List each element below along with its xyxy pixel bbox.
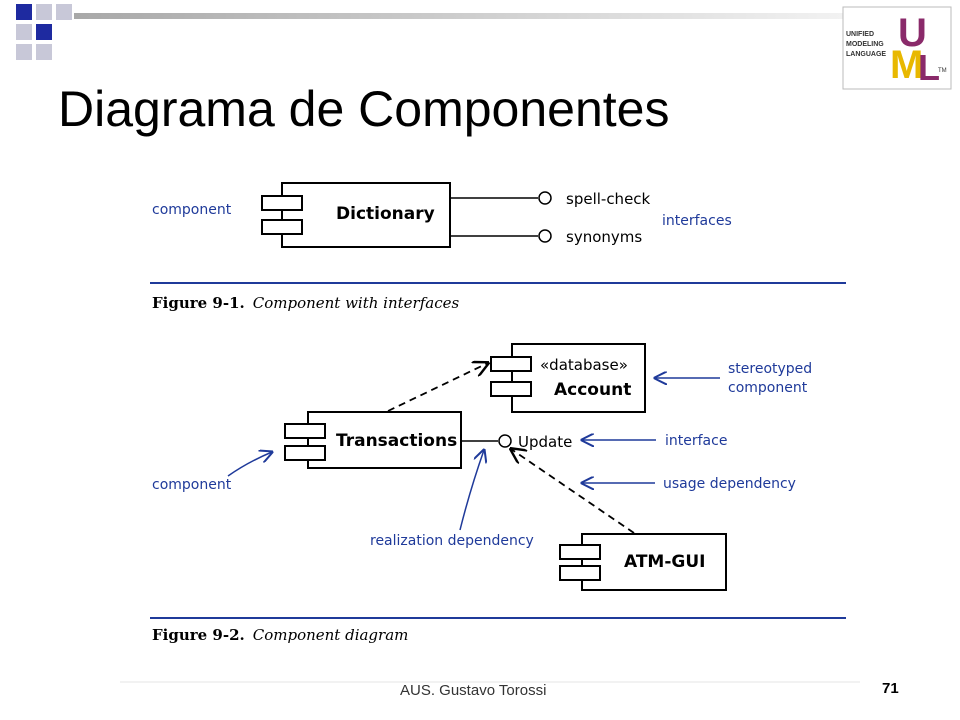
corner-square	[16, 44, 32, 60]
dictionary-tab-top	[261, 195, 303, 211]
stereotyped-annotation-line2: component	[728, 380, 808, 396]
transactions-box	[307, 411, 462, 469]
atm-gui-component: ATM-GUI	[559, 533, 727, 591]
figure-2-caption-number: Figure 9-2.	[152, 626, 245, 644]
figure-2-caption-text: Component diagram	[253, 626, 409, 644]
account-tab-bottom	[490, 381, 532, 397]
corner-square	[56, 4, 72, 20]
synonyms-interface	[538, 229, 552, 243]
dictionary-label: Dictionary	[336, 204, 435, 224]
transactions-tab-top	[284, 423, 326, 439]
figure-9-1: Dictionary spell-check synonyms componen…	[150, 182, 846, 312]
interface-annotation: interface	[665, 433, 727, 449]
corner-square	[16, 4, 32, 20]
spell-check-interface	[538, 191, 552, 205]
synonyms-label: synonyms	[566, 228, 642, 246]
corner-square	[36, 44, 52, 60]
footer-author: AUS. Gustavo Torossi	[400, 682, 547, 699]
transactions-label: Transactions	[336, 431, 457, 451]
logo-letter-u: U	[898, 11, 927, 55]
dictionary-tab-bottom	[261, 219, 303, 235]
top-bar	[74, 13, 844, 19]
logo-tm: TM	[938, 68, 947, 74]
logo-frame	[842, 6, 952, 90]
atm-gui-box	[581, 533, 727, 591]
spell-check-label: spell-check	[566, 190, 651, 208]
atm-gui-tab-bottom	[559, 565, 601, 581]
figure-1-caption-number: Figure 9-1.	[152, 294, 245, 312]
logo-letter-m: M	[890, 43, 923, 87]
corner-square	[36, 4, 52, 20]
corner-square	[16, 24, 32, 40]
transactions-to-account-dependency	[387, 363, 488, 412]
component-arrow	[227, 452, 272, 477]
account-box	[511, 343, 646, 413]
dictionary-component: Dictionary	[261, 182, 451, 248]
uml-logo: UNIFIED MODELING LANGUAGE U M L TM	[842, 6, 952, 90]
atm-gui-label: ATM-GUI	[624, 552, 706, 572]
figure-2-caption: Figure 9-2. Component diagram	[152, 626, 408, 644]
logo-line-unified: UNIFIED	[846, 31, 874, 38]
update-interface	[498, 434, 512, 448]
page-number: 71	[882, 680, 899, 697]
corner-decoration	[16, 4, 844, 60]
footer-bar	[120, 681, 860, 683]
account-component: «database» Account	[490, 343, 646, 413]
figure-9-2: «database» Account Transactions ATM-GUI …	[150, 343, 846, 644]
account-stereotype: «database»	[540, 356, 628, 374]
logo-letter-l: L	[918, 47, 940, 88]
logo-line-language: LANGUAGE	[846, 51, 886, 58]
atm-gui-tab-top	[559, 544, 601, 560]
transactions-component: Transactions	[284, 411, 462, 469]
corner-square	[36, 24, 52, 40]
transactions-tab-bottom	[284, 445, 326, 461]
update-label: Update	[518, 433, 572, 451]
account-tab-top	[490, 356, 532, 372]
realization-annotation: realization dependency	[370, 533, 534, 549]
interfaces-annotation: interfaces	[662, 213, 732, 229]
logo-line-modeling: MODELING	[846, 41, 884, 48]
figure-1-caption-text: Component with interfaces	[253, 294, 460, 312]
component-annotation-2: component	[152, 477, 232, 493]
stereotyped-annotation-line1: stereotyped	[728, 361, 812, 377]
figure-1-caption: Figure 9-1. Component with interfaces	[152, 294, 459, 312]
slide-title: Diagrama de Componentes	[58, 81, 670, 137]
account-label: Account	[554, 380, 631, 400]
component-annotation: component	[152, 202, 232, 218]
atm-gui-to-update-dependency	[511, 449, 635, 534]
usage-dependency-annotation: usage dependency	[663, 476, 796, 492]
dictionary-box	[281, 182, 451, 248]
realization-arrow	[459, 450, 484, 531]
